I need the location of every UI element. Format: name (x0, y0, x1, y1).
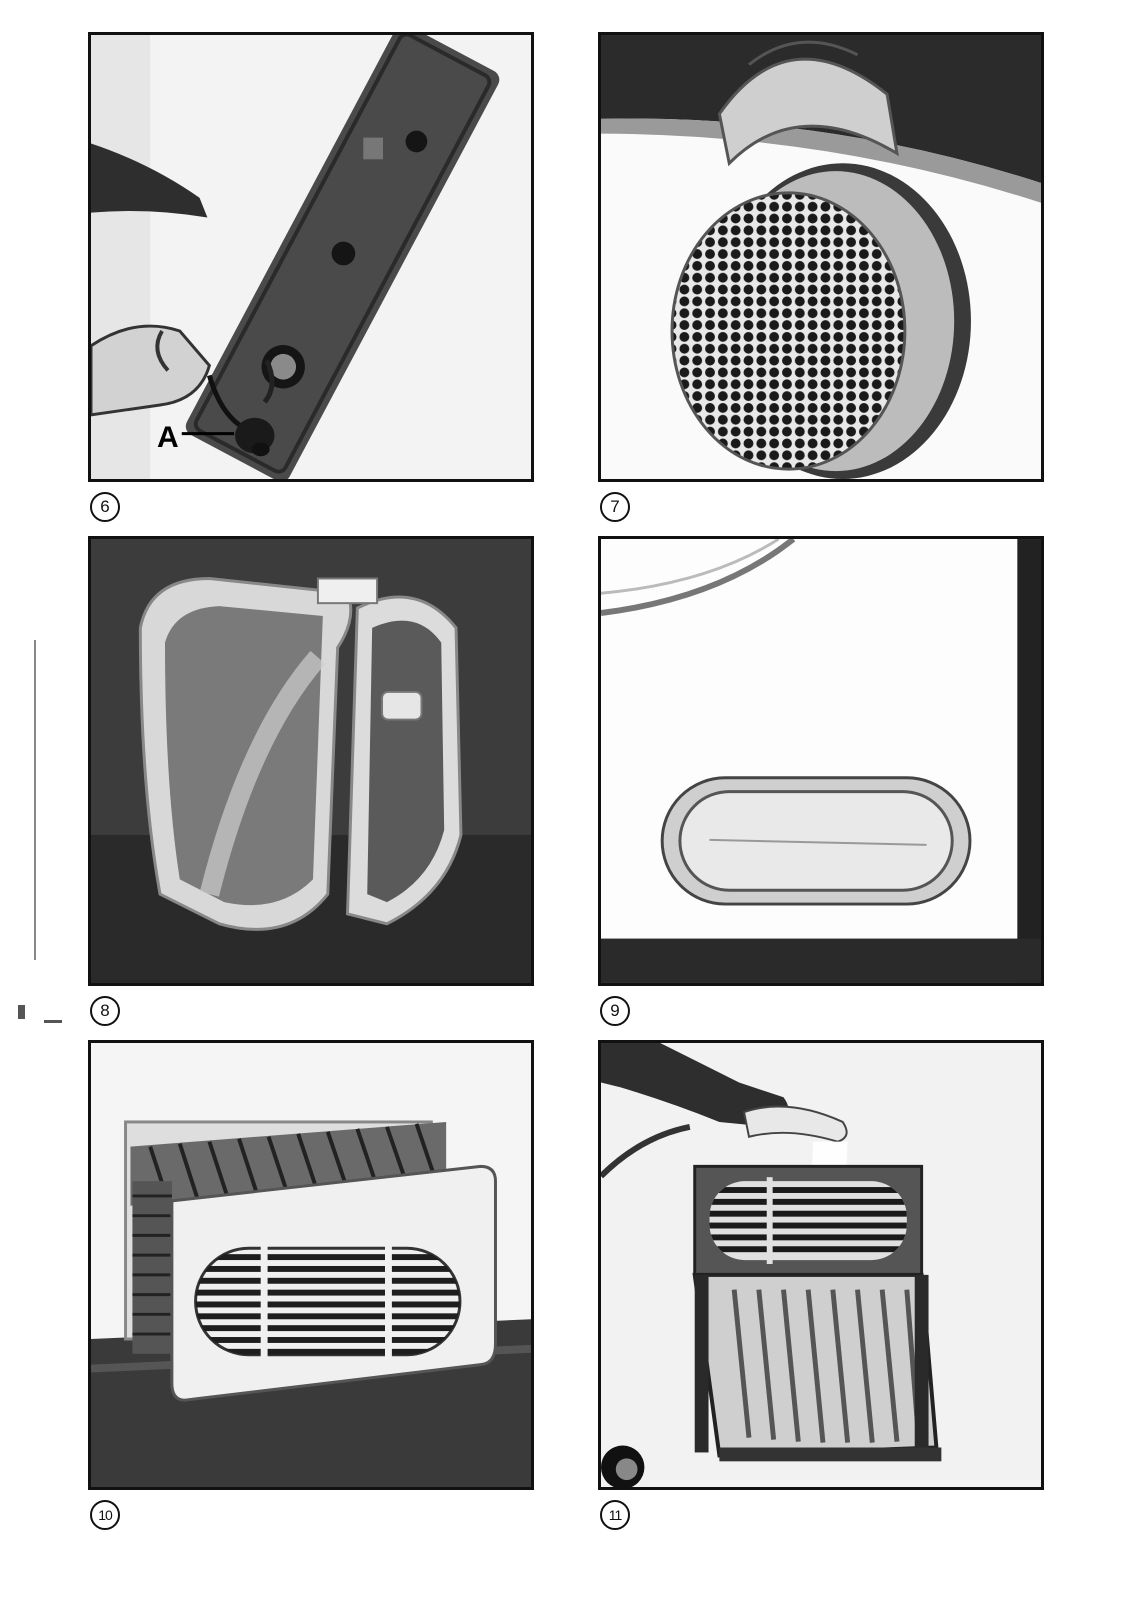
figure-7-photo (598, 32, 1044, 482)
figure-number: 8 (90, 996, 120, 1026)
figure-number: 10 (90, 1500, 120, 1530)
figure-9-illustration (601, 539, 1041, 983)
figure-10-photo (88, 1040, 534, 1490)
figure-number: 7 (600, 492, 630, 522)
figure-number: 6 (90, 492, 120, 522)
callout-label-a: A (157, 421, 179, 455)
figure-7-illustration (601, 35, 1041, 479)
figure-10-illustration (91, 1043, 531, 1487)
figure-11-illustration (601, 1043, 1041, 1487)
figure-11-photo (598, 1040, 1044, 1490)
scan-mark (44, 1020, 62, 1023)
figure-number: 9 (600, 996, 630, 1026)
figure-9-photo (598, 536, 1044, 986)
figure-8-photo (88, 536, 534, 986)
figure-6-illustration (91, 35, 531, 479)
scan-mark (18, 1005, 25, 1019)
figure-8-illustration (91, 539, 531, 983)
scan-mark (34, 640, 36, 960)
figure-number: 11 (600, 1500, 630, 1530)
figure-6-photo: A (88, 32, 534, 482)
